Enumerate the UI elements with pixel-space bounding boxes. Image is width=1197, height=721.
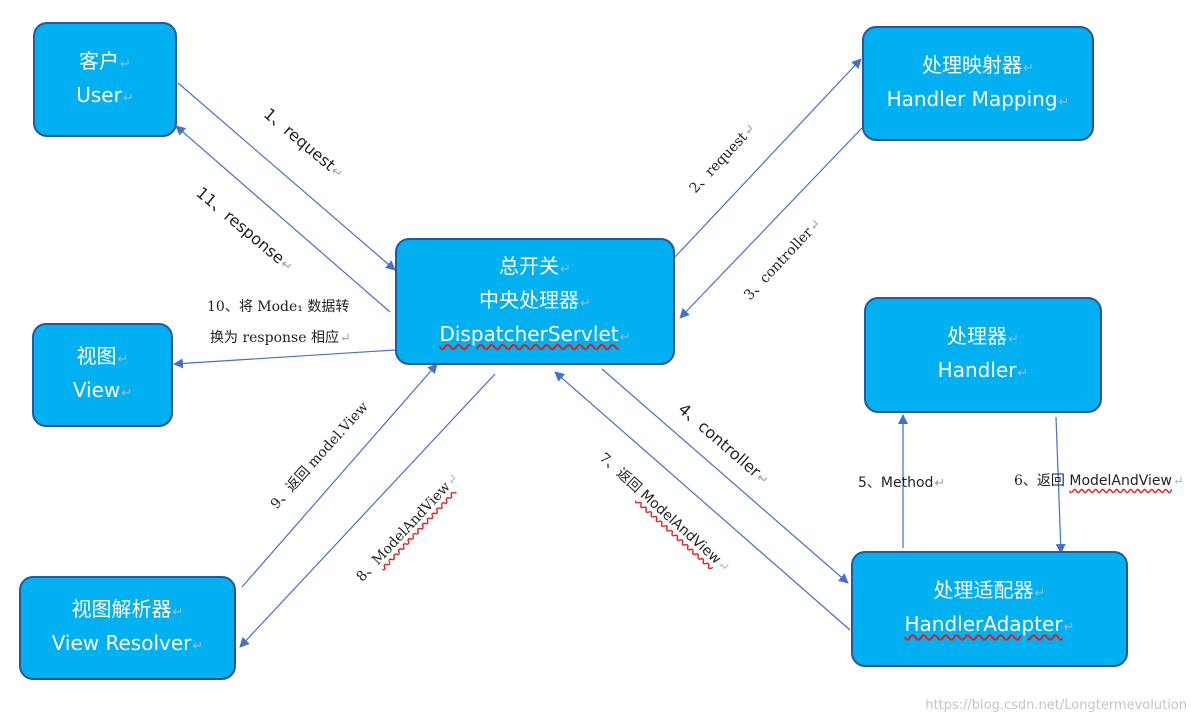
dispatcher-label-1: 总开关 (499, 251, 571, 285)
user-label-cn: 客户 (79, 46, 131, 80)
arrow-1-request (177, 82, 396, 271)
edge-label-10-line2: 换为 response 相应 (210, 327, 351, 347)
dispatcher-servlet-node[interactable]: 总开关 中央处理器 DispatcherServlet (395, 238, 675, 365)
view-resolver-node[interactable]: 视图解析器 View Resolver (19, 576, 236, 680)
view-node[interactable]: 视图 View (32, 323, 173, 427)
view-resolver-label-en: View Resolver (52, 628, 204, 662)
dispatcher-label-2: 中央处理器 (479, 285, 591, 319)
handler-node[interactable]: 处理器 Handler (864, 297, 1102, 413)
handler-adapter-label-en: HandlerAdapter (904, 612, 1063, 636)
arrow-11-response (175, 125, 391, 313)
user-label-en: User (76, 80, 134, 114)
handler-label-en: Handler (938, 355, 1029, 389)
edge-label-6-prefix: 6、返回 (1014, 473, 1070, 489)
arrow-3-controller (679, 127, 863, 319)
watermark: https://blog.csdn.net/Longtermevolution (925, 698, 1187, 713)
arrow-6-return (1055, 416, 1066, 554)
handler-mapping-label-cn: 处理映射器 (922, 50, 1034, 84)
edge-label-6-return: 6、返回 ModelAndView (1014, 470, 1184, 490)
handler-mapping-label-en: Handler Mapping (887, 84, 1070, 118)
handler-mapping-node[interactable]: 处理映射器 Handler Mapping (862, 26, 1094, 141)
arrow-2-request (674, 58, 862, 258)
edge-label-10-line1: 10、将 Mode₁ 数据转 (207, 299, 350, 315)
view-label-en: View (73, 375, 132, 409)
view-resolver-label-cn: 视图解析器 (72, 594, 184, 628)
arrow-7-return (554, 371, 851, 631)
dispatcher-label-3: DispatcherServlet (439, 321, 619, 346)
arrow-10-view (173, 349, 396, 369)
edge-label-5-method: 5、Method (858, 472, 945, 492)
user-node[interactable]: 客户 User (33, 22, 177, 137)
view-label-cn: 视图 (77, 341, 129, 375)
arrow-9-return (241, 363, 438, 588)
handler-adapter-label-cn: 处理适配器 (934, 575, 1046, 609)
handler-adapter-node[interactable]: 处理适配器 HandlerAdapter (851, 551, 1128, 667)
arrow-8-modelandview (239, 373, 496, 648)
arrow-4-controller (601, 368, 849, 584)
handler-label-cn: 处理器 (947, 321, 1019, 355)
edge-label-6-word: ModelAndView (1069, 473, 1172, 489)
